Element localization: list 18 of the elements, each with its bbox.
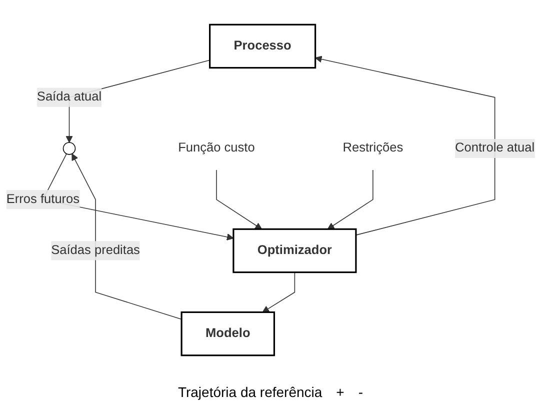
note-label: - — [358, 384, 364, 400]
node-box: Modelo — [180, 311, 276, 356]
node-box: Optimizador — [232, 228, 357, 274]
note-label: Trajetória da referência — [178, 384, 322, 400]
arrow — [72, 153, 182, 320]
edge-label: Saída atual — [36, 90, 102, 104]
edge-label: Saídas preditas — [51, 244, 140, 258]
arrow — [327, 170, 374, 230]
edge-label: Erros futuros — [6, 192, 80, 206]
arrow — [216, 170, 262, 230]
note-label: + — [336, 384, 344, 400]
arrow — [262, 272, 296, 313]
arrow — [314, 56, 496, 236]
node-text: Função custo — [178, 141, 255, 155]
edge-label: Controle atual — [455, 141, 535, 155]
node-box: Processo — [209, 24, 316, 69]
node-text: Restrições — [342, 141, 404, 155]
node-circle — [62, 142, 76, 155]
